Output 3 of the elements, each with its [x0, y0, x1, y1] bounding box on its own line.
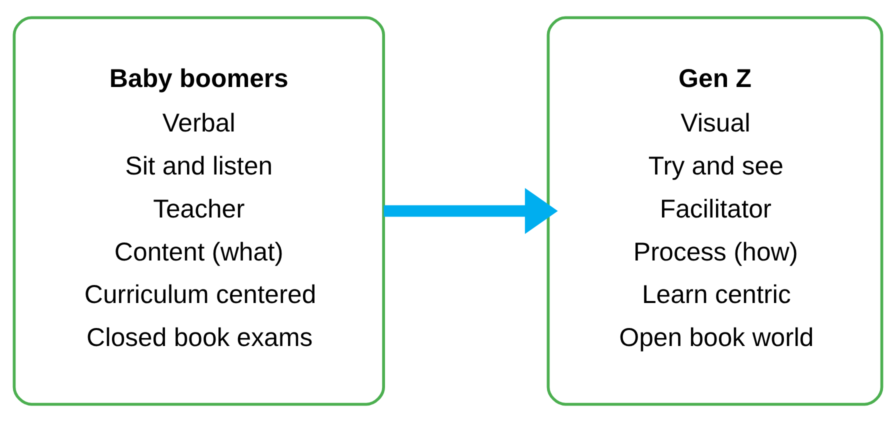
- node-box: Gen Z Visual Try and see Facilitator Process (how) Learn centric Open book world: [546, 16, 884, 406]
- arrow: [384, 187, 558, 234]
- node-box: Baby boomers Verbal Sit and listen Teacher Content (what) Curriculum centered Closed book exams: [12, 16, 385, 406]
